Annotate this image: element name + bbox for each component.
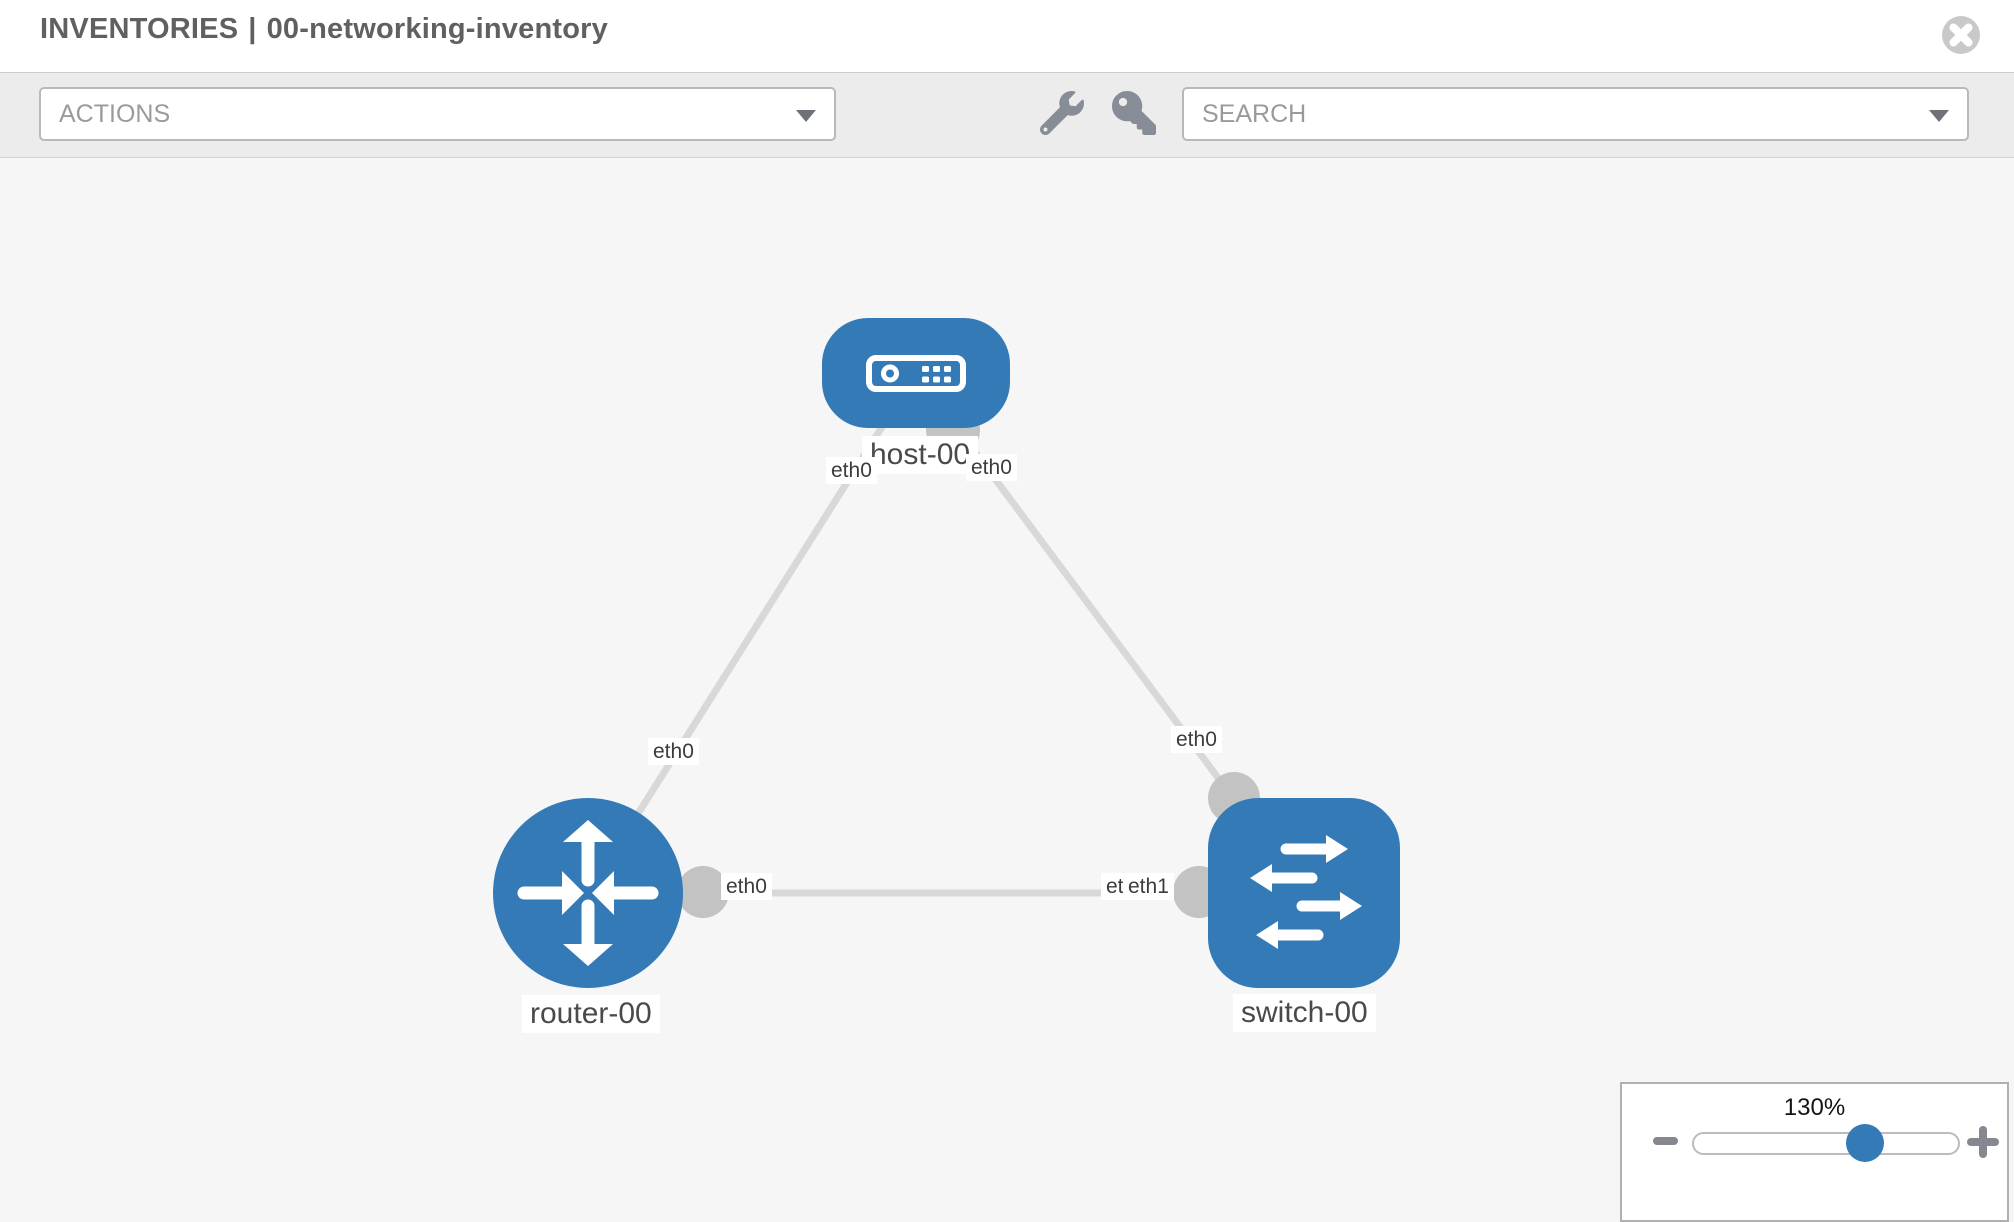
breadcrumb-separator: | <box>248 13 257 45</box>
interface-label: eth0 <box>1171 726 1222 753</box>
interface-label-overlap: eth0 eth1 <box>1101 873 1191 901</box>
router-icon <box>517 820 659 966</box>
configure-button[interactable] <box>1039 91 1088 139</box>
key-icon <box>1112 91 1156 135</box>
toolbar: ACTIONS SEARCH <box>0 73 2014 158</box>
close-button[interactable] <box>1940 14 1982 56</box>
zoom-slider-track[interactable] <box>1692 1132 1960 1155</box>
plus-icon <box>1979 1126 1987 1158</box>
host-icon <box>866 355 966 392</box>
chevron-down-icon <box>1929 110 1949 122</box>
zoom-control-panel: 130% <box>1620 1082 2009 1222</box>
link-endpoint <box>677 866 729 918</box>
zoom-in-button[interactable] <box>1967 1126 1999 1158</box>
wrench-icon <box>1039 91 1084 136</box>
close-icon <box>1942 16 1980 54</box>
node-router-00[interactable] <box>493 798 683 988</box>
search-dropdown[interactable]: SEARCH <box>1182 87 1969 141</box>
page-title: INVENTORIES | 00-networking-inventory <box>40 13 608 46</box>
breadcrumb-header: INVENTORIES | 00-networking-inventory <box>0 0 2014 73</box>
node-label-switch: switch-00 <box>1233 994 1376 1032</box>
zoom-slider-thumb[interactable] <box>1846 1124 1884 1162</box>
node-label-router: router-00 <box>522 995 660 1033</box>
interface-label: eth1 <box>1123 873 1174 900</box>
breadcrumb-section: INVENTORIES <box>40 13 239 45</box>
interface-label: eth0 <box>721 873 772 900</box>
node-host-00[interactable] <box>822 318 1010 428</box>
zoom-level-value: 130% <box>1783 1094 1846 1121</box>
chevron-down-icon <box>796 110 816 122</box>
breadcrumb-inventory-name: 00-networking-inventory <box>266 13 608 45</box>
topology-canvas[interactable]: host-00 router-00 switch-00 eth0 eth0 et… <box>0 158 2014 1200</box>
switch-icon <box>1250 835 1362 949</box>
node-label-host: host-00 <box>862 436 979 474</box>
interface-label: eth0 <box>826 457 877 484</box>
search-dropdown-label: SEARCH <box>1202 100 1307 128</box>
actions-dropdown[interactable]: ACTIONS <box>39 87 836 141</box>
node-switch-00[interactable] <box>1208 798 1400 988</box>
credentials-button[interactable] <box>1112 91 1160 139</box>
interface-label: eth0 <box>966 454 1017 481</box>
interface-label: eth0 <box>648 738 699 765</box>
actions-dropdown-label: ACTIONS <box>59 100 171 128</box>
zoom-out-button[interactable] <box>1653 1137 1678 1145</box>
